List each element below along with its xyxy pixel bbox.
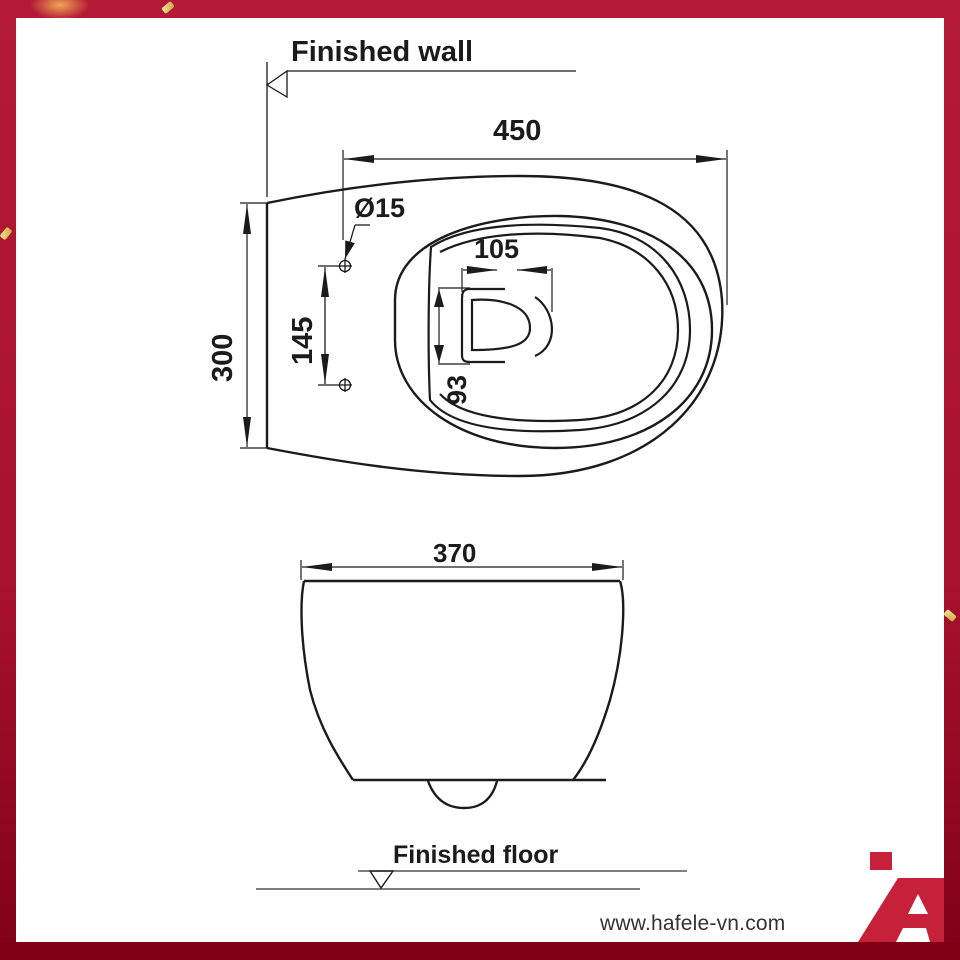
dimension-300-label: 300	[207, 333, 239, 382]
finished-floor-marker	[256, 870, 687, 890]
website-link[interactable]: www.hafele-vn.com	[600, 912, 786, 935]
toilet-side-view	[300, 579, 625, 810]
dimension-105-93	[434, 266, 553, 365]
finished-wall-marker	[265, 62, 576, 197]
mounting-holes	[318, 224, 370, 392]
dimension-450	[342, 150, 728, 305]
dimension-300	[240, 202, 267, 449]
finished-wall-label: Finished wall	[291, 36, 474, 68]
dimension-93-label: 93	[442, 374, 472, 405]
decorative-glow	[30, 0, 90, 20]
outlet-opening	[460, 287, 553, 364]
dimension-105-label: 105	[474, 234, 520, 264]
dimension-145-label: 145	[287, 316, 319, 365]
dimension-450-label: 450	[493, 115, 542, 147]
dimension-370	[300, 560, 624, 580]
hafele-logo-icon	[858, 852, 944, 942]
drawing-canvas	[16, 18, 944, 942]
finished-floor-label: Finished floor	[393, 841, 559, 869]
bottom-band	[0, 942, 960, 960]
dimension-370-label: 370	[433, 538, 477, 568]
toilet-top-view	[265, 174, 724, 478]
hole-diameter-label: Ø15	[354, 193, 406, 223]
